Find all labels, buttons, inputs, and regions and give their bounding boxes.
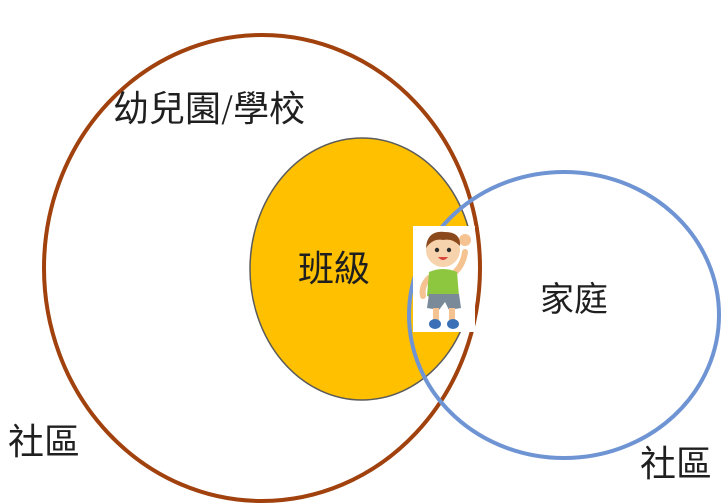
community-label-right: 社區 bbox=[640, 444, 713, 485]
family-label: 家庭 bbox=[540, 280, 608, 320]
child-cheering-icon bbox=[413, 226, 475, 332]
school-label: 幼兒園/學校 bbox=[113, 89, 306, 130]
community-label-left: 社區 bbox=[8, 422, 81, 463]
family-circle bbox=[407, 170, 721, 460]
class-label: 班級 bbox=[298, 249, 371, 290]
school-circle bbox=[42, 33, 482, 503]
